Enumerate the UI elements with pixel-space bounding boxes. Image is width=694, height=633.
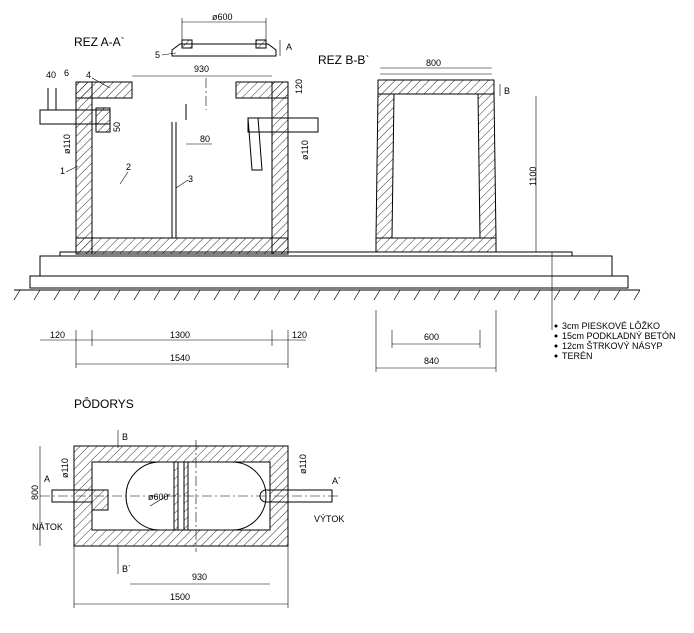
manhole-opening — [125, 461, 267, 531]
legend-item: 15cm PODKLADNÝ BETÓN — [562, 331, 676, 341]
bb-bottom-label: 840 — [424, 356, 439, 366]
tank-top-right — [235, 81, 289, 99]
bb-inner-label: 600 — [424, 332, 439, 342]
plan-view: PÔDORYS ø600 NÁTOK A ø110 VÝTOK A` ø110 … — [30, 396, 344, 608]
plan-manhole-label: ø600 — [148, 492, 169, 502]
bb-bottom-dims: 600 840 — [375, 310, 497, 372]
callout-6: 6 — [64, 68, 69, 78]
total-length-label: 1540 — [170, 353, 190, 363]
section-bb: REZ B-B` 800 B 1100 — [318, 53, 538, 253]
top-width-label: 800 — [426, 58, 441, 68]
inner-width-label: 930 — [194, 64, 209, 74]
tank-floor — [75, 237, 289, 255]
tank-wall-left — [75, 81, 93, 255]
ground-hatch — [13, 289, 641, 301]
plan-pipe-in-label: ø110 — [60, 458, 70, 478]
tank-wall-right — [271, 81, 289, 255]
legend-item: 12cm ŠTRKOVÝ NÁSYP — [562, 341, 663, 351]
section-bb-title: REZ B-B` — [318, 53, 369, 67]
plan-b-bottom: B` — [122, 564, 131, 574]
plan-b-top: B — [122, 432, 128, 442]
plan-width-label: 800 — [30, 485, 40, 500]
cover-diameter-label: ø600 — [212, 12, 233, 22]
plan-title: PÔDORYS — [74, 396, 134, 411]
plan-outlet-pipe — [259, 489, 333, 503]
inner-length-label: 1300 — [170, 330, 190, 340]
callout-2: 2 — [126, 162, 131, 172]
inlet-label: NÁTOK — [32, 522, 63, 532]
wall-right-label: 120 — [292, 330, 307, 340]
plan-pipe-out-label: ø110 — [298, 454, 308, 474]
pipe-in-label: ø110 — [62, 134, 72, 154]
bb-height-label: 1100 — [528, 167, 538, 186]
manhole-cover-detail: ø600 A 5 — [155, 12, 292, 60]
plan-inner-label: 930 — [192, 572, 207, 582]
outlet-pipe — [247, 117, 319, 133]
legend-item: 3cm PIESKOVÉ LÔŽKO — [562, 321, 660, 331]
legend-item: TERÉN — [562, 351, 593, 361]
callout-5: 5 — [155, 50, 160, 60]
plan-total-label: 1500 — [170, 592, 190, 602]
tank-top-left — [75, 81, 133, 99]
pipe-height-label: 50 — [112, 122, 122, 132]
pipe-offset-label: 40 — [46, 70, 56, 80]
callout-3: 3 — [188, 174, 193, 184]
plan-a-right: A` — [332, 476, 341, 486]
outlet-label: VÝTOK — [314, 514, 344, 524]
section-aa: REZ A-A` ø600 A 5 — [39, 12, 319, 255]
callout-1: 1 — [60, 166, 65, 176]
pipe-out-label: ø110 — [300, 140, 310, 160]
plan-a-left: A — [44, 474, 50, 484]
baffle-gap-label: 80 — [200, 134, 210, 144]
section-aa-title: REZ A-A` — [74, 35, 125, 49]
tank-aa: 4 6 40 1 2 3 80 930 120 50 ø110 ø110 — [39, 64, 319, 255]
layer-legend: 3cm PIESKOVÉ LÔŽKO 15cm PODKLADNÝ BETÓN … — [554, 321, 676, 361]
top-thickness-label: 120 — [294, 79, 304, 94]
cover-marker-a: A — [286, 42, 292, 52]
foundation — [13, 251, 641, 330]
wall-left-label: 120 — [50, 330, 65, 340]
bb-marker: B — [504, 86, 510, 96]
aa-bottom-dims: 120 1300 120 1540 — [40, 330, 307, 368]
callout-4: 4 — [86, 70, 91, 80]
